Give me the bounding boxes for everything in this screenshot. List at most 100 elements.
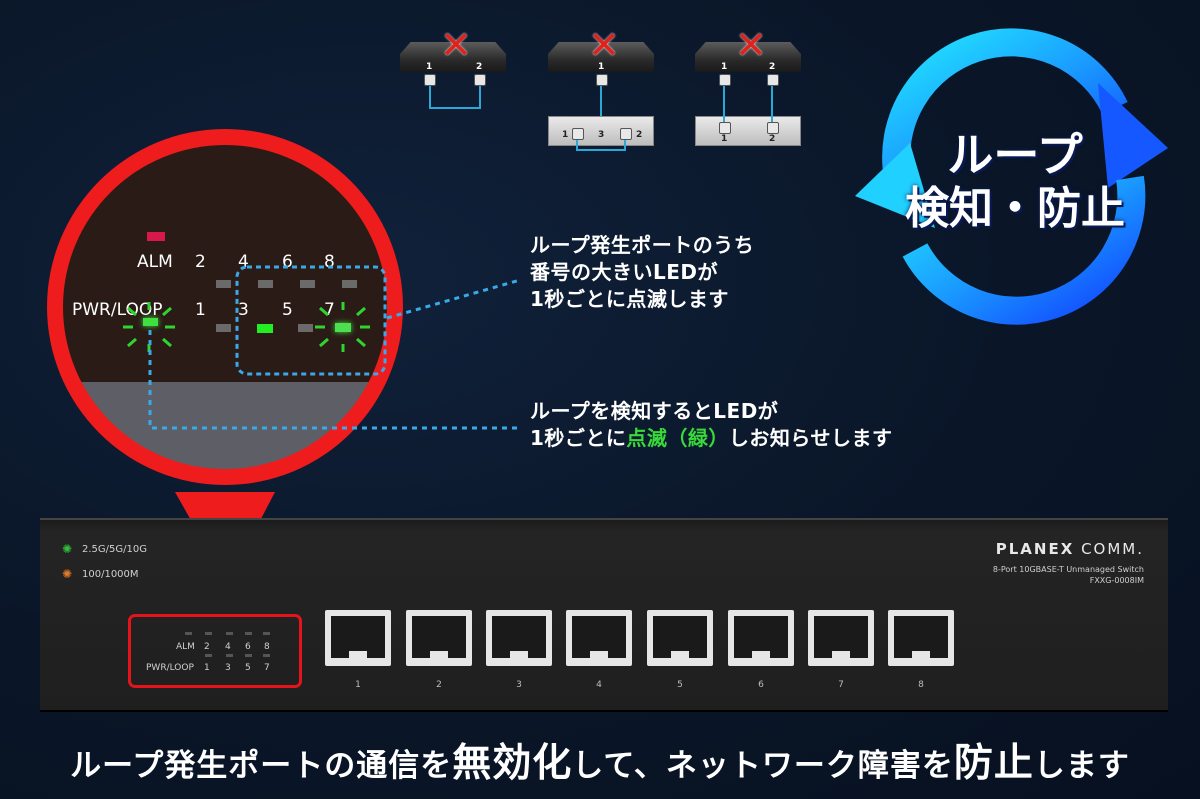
pwr-led-blinking: [143, 318, 158, 326]
led-port7-blinking: [335, 323, 351, 332]
port-label: 2: [476, 62, 483, 72]
port-icon: [767, 122, 779, 134]
loop-badge: ループ 検知・防止: [850, 28, 1180, 338]
rj45-port-2: [406, 610, 472, 666]
panel-num: 6: [245, 642, 251, 652]
led: [263, 632, 270, 635]
callout2-line1: ループを検知するとLEDが: [530, 399, 779, 423]
caption-c: して、ネットワーク障害を: [572, 748, 954, 784]
callout2-line2c: しお知らせします: [728, 426, 893, 450]
rj45-port-1: [325, 610, 391, 666]
port-label: 1: [721, 134, 728, 144]
port-label: 3: [598, 130, 605, 140]
port-num: 3: [238, 300, 249, 320]
loop-cable: [723, 86, 773, 122]
speed-label-1g: 100/1000M: [82, 569, 139, 580]
badge-line2: 検知・防止: [905, 183, 1125, 234]
led: [216, 280, 231, 288]
port-icon: [572, 128, 584, 140]
cycle-arrows-icon: [855, 28, 1168, 325]
panel-alm: ALM: [176, 642, 195, 652]
green-led-icon: ✺: [62, 542, 73, 556]
loop-diagram-3: ✕ 1 2 1 2: [695, 23, 805, 153]
port-num: 4: [238, 252, 249, 272]
rj45-port-8: [888, 610, 954, 666]
caption-b: 無効化: [452, 741, 573, 786]
panel-num: 1: [204, 663, 210, 673]
brand-planex: PLANEX: [995, 540, 1075, 558]
led-magnifier: ALM 2 4 6 8 PWR/LOOP 1 3 5 7: [30, 112, 425, 584]
callout1-line2: 番号の大きいLEDが: [530, 260, 719, 284]
led: [205, 654, 212, 657]
callout2-line2a: 1秒ごとに: [530, 426, 627, 450]
caption-a: ループ発生ポートの通信を: [70, 748, 453, 784]
panel-num: 3: [225, 663, 231, 673]
port-number: 7: [838, 680, 844, 690]
badge-line1: ループ: [947, 128, 1083, 182]
callout-led-blink: ループ発生ポートのうち 番号の大きいLEDが 1秒ごとに点滅します: [530, 232, 754, 313]
panel-num: 2: [204, 642, 210, 652]
x-mark-icon: ✕: [588, 23, 620, 67]
rj45-port-4: [566, 610, 632, 666]
x-mark-icon: ✕: [735, 23, 767, 67]
magnifier-frame: [47, 129, 403, 584]
pwr-loop-label: PWR/LOOP: [72, 300, 163, 320]
port-label: 2: [769, 62, 776, 72]
led: [226, 654, 233, 657]
port-num: 1: [195, 300, 206, 320]
panel-num: 4: [225, 642, 231, 652]
rj45-port-7: [808, 610, 874, 666]
port-number: 5: [677, 680, 683, 690]
port-icon: [620, 128, 632, 140]
port-label: 2: [636, 130, 643, 140]
loop-diagram-1: ✕ 1 2: [400, 23, 510, 153]
led-panel-highlight: [128, 614, 302, 688]
switch-bottom-icon: [695, 116, 801, 146]
blink-rays: [123, 265, 387, 376]
port-number: 8: [918, 680, 924, 690]
led: [258, 280, 273, 288]
model-desc: 8-Port 10GBASE-T Unmanaged Switch: [992, 565, 1144, 574]
port-label: 1: [426, 62, 433, 72]
led: [185, 632, 192, 635]
rj45-port-6: [728, 610, 794, 666]
rj45-port-3: [486, 610, 552, 666]
port-icon: [474, 74, 486, 86]
port-num: 7: [324, 300, 335, 320]
caption-e: します: [1033, 748, 1130, 784]
port-icon: [767, 74, 779, 86]
port-num: 6: [282, 252, 293, 272]
x-mark-icon: ✕: [440, 23, 472, 67]
callout2-line2b: 点滅（緑）: [626, 426, 729, 450]
port-icon: [719, 74, 731, 86]
loop-cable: [429, 86, 481, 109]
port-number: 6: [758, 680, 764, 690]
callout-loop-detect: ループを検知するとLEDが 1秒ごとに点滅（緑）しお知らせします: [530, 398, 893, 452]
port-icon: [424, 74, 436, 86]
port-number: 2: [436, 680, 442, 690]
led: [298, 324, 313, 332]
port-label: 1: [562, 130, 569, 140]
switch-bottom-icon: [548, 116, 654, 146]
alm-led: [147, 232, 165, 241]
orange-led-icon: ✺: [62, 567, 73, 581]
panel-num: 5: [245, 663, 251, 673]
network-switch: ✺ 2.5G/5G/10G ✺ 100/1000M PLANEX COMM. 8…: [40, 518, 1168, 710]
port-num: 8: [324, 252, 335, 272]
panel-pwr: PWR/LOOP: [146, 663, 194, 673]
loop-cable: [576, 86, 626, 151]
brand-logo: PLANEX COMM.: [996, 540, 1144, 558]
led: [342, 280, 357, 288]
port-icon: [719, 122, 731, 134]
led: [245, 654, 252, 657]
callout1-line3: 1秒ごとに点滅します: [530, 287, 729, 311]
port-num: 5: [282, 300, 293, 320]
panel-num: 7: [264, 663, 270, 673]
led: [226, 632, 233, 635]
callout1-line1: ループ発生ポートのうち: [530, 233, 755, 257]
speed-label-10g: 2.5G/5G/10G: [82, 544, 147, 555]
led: [245, 632, 252, 635]
rj45-port-5: [647, 610, 713, 666]
caption-d: 防止: [953, 741, 1034, 786]
